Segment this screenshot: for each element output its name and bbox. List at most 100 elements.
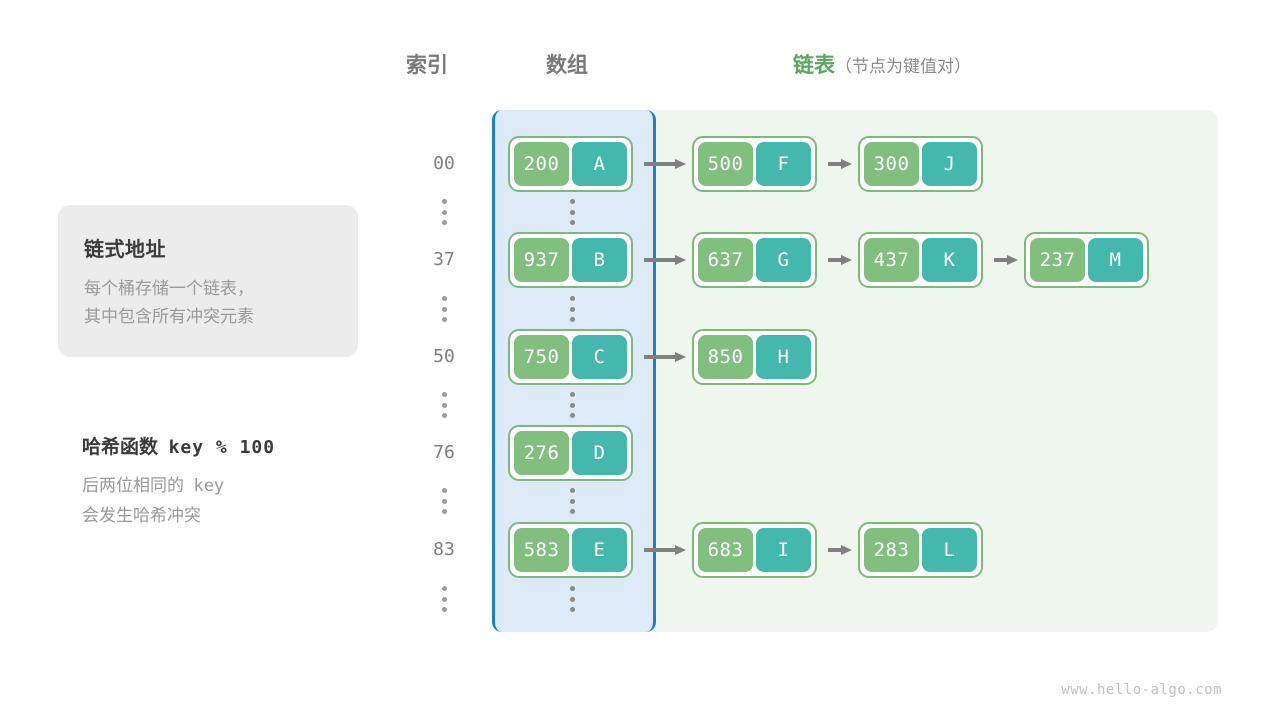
ellipsis-dot [569,296,575,301]
ellipsis-dot [569,402,575,408]
ellipsis-dot [441,509,447,514]
bucket-index-label-83: 83 [433,539,455,560]
arrow-head [841,255,852,265]
ellipsis-dot [569,392,575,397]
kv-node-value: L [922,528,977,572]
arrow-shaft [644,548,675,552]
arrow-head [675,545,686,555]
kv-node-value: D [572,431,627,475]
hash-note-line-2: 会发生哈希冲突 [82,506,201,525]
hash-note-line-1-label: 后两位相同的 [82,476,184,495]
ellipsis-dot [569,509,575,514]
arrow-shaft [994,258,1007,262]
vertical-ellipsis-icon [564,586,580,612]
ellipsis-dot [441,209,447,215]
arrow-shaft [828,162,841,166]
header-linked-list-sub: （节点为键值对） [835,57,971,76]
kv-node-key: 583 [514,528,569,572]
ellipsis-dot [569,306,575,312]
chain-arrow-icon [828,255,852,265]
kv-node-key: 437 [864,238,919,282]
ellipsis-dot [441,392,447,397]
arrow-head [841,159,852,169]
hash-function-note: 哈希函数 key % 100 后两位相同的 key 会发生哈希冲突 [82,432,382,530]
kv-node-value: F [756,142,811,186]
arrow-head [1007,255,1018,265]
ellipsis-dot [569,317,575,322]
vertical-ellipsis-icon [436,296,452,322]
header-linked-list: 链表（节点为键值对） [793,48,971,85]
ellipsis-dot [569,488,575,493]
bucket-index-label-76: 76 [433,442,455,463]
kv-node-key: 937 [514,238,569,282]
ellipsis-dot [441,498,447,504]
kv-node-value: E [572,528,627,572]
vertical-ellipsis-icon [436,392,452,418]
kv-node-value: C [572,335,627,379]
vertical-ellipsis-icon [564,296,580,322]
arrow-shaft [644,355,675,359]
ellipsis-dot [441,586,447,591]
hash-function-expression: key % 100 [168,437,276,458]
kv-node-key: 750 [514,335,569,379]
kv-node-value: B [572,238,627,282]
arrow-head [675,255,686,265]
ellipsis-dot [569,209,575,215]
header-linked-list-main: 链表 [793,54,835,77]
kv-node-key: 276 [514,431,569,475]
arrow-shaft [828,548,841,552]
kv-node-key: 200 [514,142,569,186]
vertical-ellipsis-icon [564,488,580,514]
bucket-index-label-50: 50 [433,346,455,367]
kv-node-value: M [1088,238,1143,282]
chain-arrow-icon [644,545,686,555]
info-card-line-1: 每个桶存储一个链表， [84,279,254,298]
vertical-ellipsis-icon [564,199,580,225]
ellipsis-dot [569,607,575,612]
kv-node-key: 637 [698,238,753,282]
ellipsis-dot [569,413,575,418]
kv-node-value: H [756,335,811,379]
arrow-shaft [644,162,675,166]
arrow-head [675,159,686,169]
header-index: 索引 [406,54,448,77]
kv-node-value: I [756,528,811,572]
chain-arrow-icon [644,255,686,265]
ellipsis-dot [441,296,447,301]
vertical-ellipsis-icon [436,199,452,225]
kv-node-value: G [756,238,811,282]
ellipsis-dot [441,413,447,418]
ellipsis-dot [569,596,575,602]
ellipsis-dot [441,306,447,312]
ellipsis-dot [569,586,575,591]
arrow-shaft [644,258,675,262]
kv-node-key: 850 [698,335,753,379]
kv-node-key: 237 [1030,238,1085,282]
kv-node-value: K [922,238,977,282]
chain-arrow-icon [994,255,1018,265]
info-card-chaining: 链式地址 每个桶存储一个链表， 其中包含所有冲突元素 [58,205,358,357]
hash-function-title: 哈希函数 key % 100 [82,432,382,459]
vertical-ellipsis-icon [436,586,452,612]
chain-arrow-icon [644,159,686,169]
chain-arrow-icon [828,545,852,555]
hash-note-line-1: 后两位相同的 key [82,471,382,501]
info-card-body: 每个桶存储一个链表， 其中包含所有冲突元素 [84,275,254,331]
chain-arrow-icon [644,352,686,362]
kv-node-key: 300 [864,142,919,186]
hash-note-line-1-code: key [193,476,225,496]
ellipsis-dot [569,498,575,504]
column-headers: 索引 数组 链表（节点为键值对） [0,48,1280,84]
